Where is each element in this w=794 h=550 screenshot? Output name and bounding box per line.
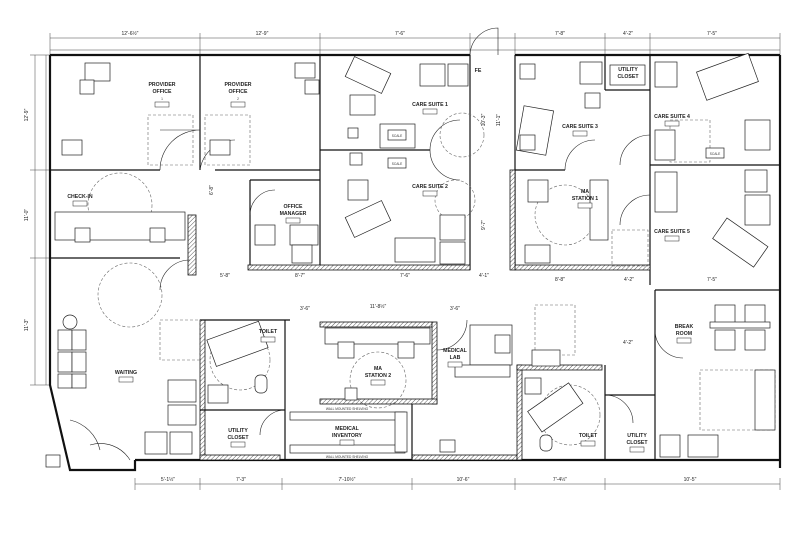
room-care-suite-5: CARE SUITE 5 <box>654 229 690 242</box>
scale-label-3: SCALE <box>710 152 720 156</box>
room-waiting: WAITING <box>115 370 137 383</box>
care-suite-2-label: CARE SUITE 2 <box>412 184 448 190</box>
room-check-in: CHECK-IN <box>67 194 93 207</box>
dim-bottom-3: 7'-10½" <box>339 476 356 483</box>
room-utility-closet-top: UTILITY CLOSET <box>617 67 639 80</box>
furniture <box>54 52 776 458</box>
room-labels: PROVIDER OFFICE 1 PROVIDER OFFICE 2 CARE… <box>67 67 694 453</box>
provider-office-1-line1: PROVIDER <box>148 82 175 88</box>
dim-bottom-2: 7'-3" <box>236 477 246 483</box>
ma-station-1-line2: STATION 1 <box>572 196 598 202</box>
room-medical-inventory: MEDICAL INVENTORY <box>332 426 363 446</box>
dim-top-4: 7'-8" <box>555 31 565 37</box>
dim-mid-5: 8'-8" <box>555 277 565 283</box>
toilet-1-label: TOILET <box>259 329 278 335</box>
office-manager-line2: MANAGER <box>280 211 307 217</box>
dim-left-2: 11'-0" <box>24 209 30 222</box>
provider-office-1-num: 1 <box>161 97 163 101</box>
dim-bottom-6: 10'-5" <box>684 477 697 483</box>
provider-office-2-line1: PROVIDER <box>224 82 251 88</box>
room-care-suite-3: CARE SUITE 3 <box>562 124 598 137</box>
dim-vert-2: 9'-7" <box>481 220 487 230</box>
wall-shelving-label-2: WALL MOUNTED SHELVING <box>326 455 369 459</box>
room-utility-closet-2: UTILITY CLOSET <box>626 433 648 453</box>
room-utility-closet-1: UTILITY CLOSET <box>227 428 249 448</box>
waiting-label: WAITING <box>115 370 137 376</box>
interior-walls <box>50 55 780 461</box>
dim-bottom-1: 5'-1½" <box>161 476 175 483</box>
care-suite-4-label: CARE SUITE 4 <box>654 114 690 120</box>
care-suite-3-label: CARE SUITE 3 <box>562 124 598 130</box>
room-provider-office-1: PROVIDER OFFICE 1 <box>148 82 176 108</box>
office-manager-line1: OFFICE <box>283 204 303 210</box>
room-toilet-2: TOILET <box>579 433 598 447</box>
ma-station-2-line1: MA <box>374 366 382 372</box>
care-suite-1-label: CARE SUITE 1 <box>412 102 448 108</box>
dim-mid-2: 8'-7" <box>295 273 305 279</box>
dim-top-1: 12'-6½" <box>122 30 139 37</box>
ma-station-2-line2: STATION 2 <box>365 373 391 379</box>
dim-mid-6: 4'-2" <box>624 277 634 283</box>
room-ma-station-2: MA STATION 2 <box>365 366 391 386</box>
dimension-lines: 12'-6½" 12'-9" 7'-6" 7'-8" 4'-2" 7'-5" 5… <box>24 30 781 490</box>
toilet-2-label: TOILET <box>579 433 598 439</box>
dim-mid-1: 5'-8" <box>220 273 230 279</box>
room-care-suite-4: CARE SUITE 4 <box>654 114 690 127</box>
exterior-walls <box>45 53 782 472</box>
utility-closet-top-line2: CLOSET <box>617 74 639 80</box>
provider-office-2-line2: OFFICE <box>228 89 248 95</box>
dim-left-3: 11'-3" <box>24 319 30 332</box>
check-in-label: CHECK-IN <box>67 194 93 200</box>
dim-inner-3: 3'-6" <box>450 306 460 312</box>
dim-mid-3: 7'-6" <box>400 273 410 279</box>
dim-vert-4: 6'-8" <box>209 185 215 195</box>
dim-inner-2: 11'-8½" <box>370 303 387 310</box>
room-medical-lab: MEDICAL LAB <box>443 348 468 368</box>
room-care-suite-2: CARE SUITE 2 <box>412 184 448 197</box>
dim-inner-1: 3'-6" <box>300 306 310 312</box>
dim-inner-4: 4'-2" <box>623 340 633 346</box>
break-room-line2: ROOM <box>676 331 692 337</box>
scale-label-2: SCALE <box>392 162 402 166</box>
dim-vert-3: 11'-1" <box>496 114 502 127</box>
dim-top-6: 7'-5" <box>707 31 717 37</box>
scale-label-1: SCALE <box>392 134 402 138</box>
utility-closet-1-line2: CLOSET <box>227 435 249 441</box>
wall-shelving-label-1: WALL MOUNTED SHELVING <box>326 407 369 411</box>
room-office-manager: OFFICE MANAGER <box>280 204 307 224</box>
room-toilet-1: TOILET <box>259 329 278 343</box>
fire-extinguisher-label: FE <box>475 68 482 74</box>
utility-closet-2-line1: UTILITY <box>627 433 647 439</box>
utility-closet-2-line2: CLOSET <box>626 440 648 446</box>
medical-inventory-line2: INVENTORY <box>332 433 363 439</box>
ma-station-1-line1: MA <box>581 189 589 195</box>
room-provider-office-2: PROVIDER OFFICE 2 <box>224 82 252 108</box>
utility-closet-1-line1: UTILITY <box>228 428 248 434</box>
dim-left-1: 12'-9" <box>24 108 30 121</box>
dim-top-3: 7'-6" <box>395 31 405 37</box>
medical-lab-line2: LAB <box>450 355 461 361</box>
provider-office-2-num: 2 <box>237 97 239 101</box>
care-suite-5-label: CARE SUITE 5 <box>654 229 690 235</box>
medical-lab-line1: MEDICAL <box>443 348 467 354</box>
utility-closet-top-line1: UTILITY <box>618 67 638 73</box>
dim-top-5: 4'-2" <box>623 31 633 37</box>
room-care-suite-1: CARE SUITE 1 <box>412 102 448 115</box>
dim-bottom-4: 10'-6" <box>457 477 470 483</box>
dim-vert-1: 10'-3" <box>481 113 487 126</box>
dim-bottom-5: 7'-4½" <box>553 476 567 483</box>
small-labels: SCALE SCALE SCALE FE WALL MOUNTED SHELVI… <box>326 68 725 459</box>
break-room-line1: BREAK <box>675 324 694 330</box>
provider-office-1-line2: OFFICE <box>152 89 172 95</box>
room-break-room: BREAK ROOM <box>675 324 694 344</box>
room-ma-station-1: MA STATION 1 <box>572 189 598 209</box>
dim-mid-7: 7'-5" <box>707 277 717 283</box>
dim-mid-4: 4'-1" <box>479 273 489 279</box>
medical-inventory-line1: MEDICAL <box>335 426 359 432</box>
dim-top-2: 12'-9" <box>256 31 269 37</box>
